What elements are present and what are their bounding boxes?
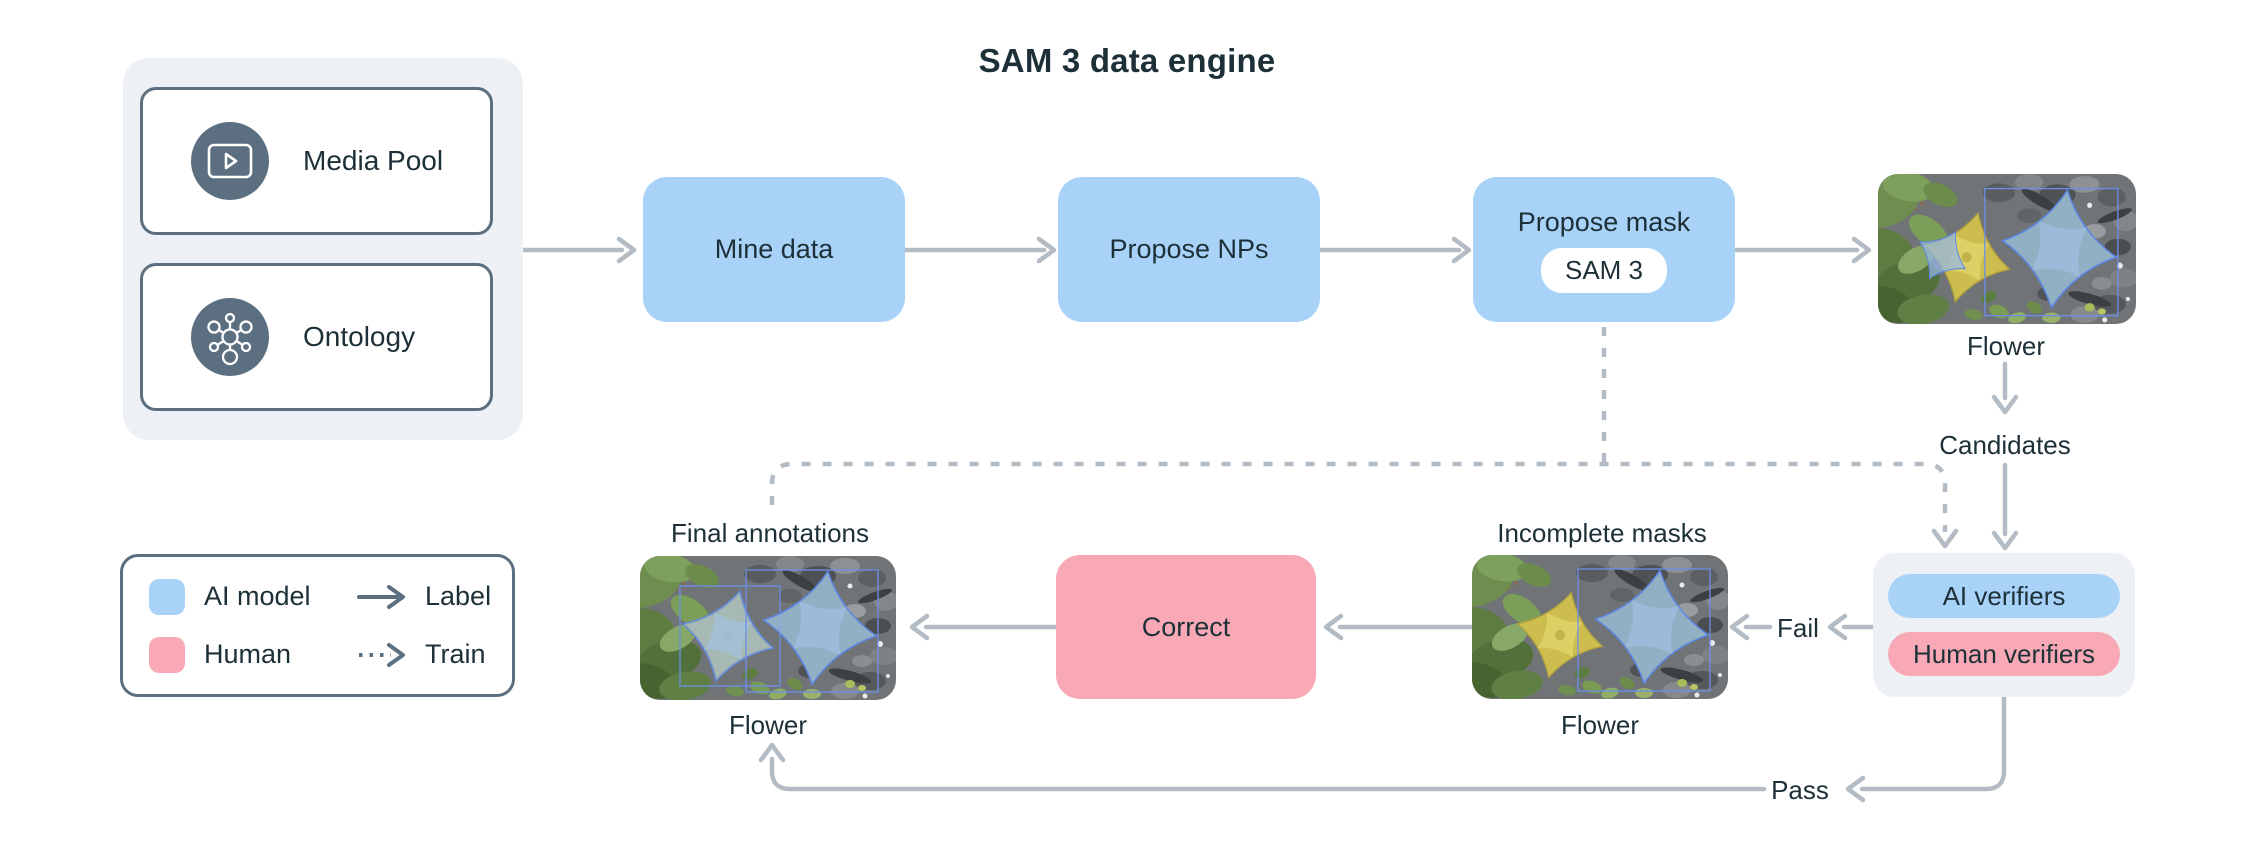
legend-row-human-train: Human Train xyxy=(149,636,512,673)
media-pool-icon xyxy=(191,122,269,200)
correct-box: Correct xyxy=(1056,555,1316,699)
final-image-caption: Flower xyxy=(728,710,807,740)
propose-mask-box: Propose mask SAM 3 xyxy=(1473,177,1735,322)
arrow-sources-to-mine-data xyxy=(520,236,637,264)
incomplete-image-caption: Flower xyxy=(1560,710,1639,740)
pass-label: Pass xyxy=(1771,775,1829,805)
media-pool-label: Media Pool xyxy=(303,145,444,176)
media-pool-card: Media Pool xyxy=(140,87,493,235)
arrow-incomplete-image-to-correct xyxy=(1323,613,1475,641)
arrow-image-to-candidates xyxy=(1991,361,2019,415)
incomplete-masks-image xyxy=(1472,555,1728,699)
mine-data-box: Mine data xyxy=(643,177,905,322)
ontology-label: Ontology xyxy=(303,321,416,352)
train-arrow-icon xyxy=(359,642,405,667)
human-swatch xyxy=(149,636,185,673)
human-verifiers-label: Human verifiers xyxy=(1912,638,2096,669)
arrow-propose-nps-to-propose-mask xyxy=(1317,236,1472,264)
sam3-badge: SAM 3 xyxy=(1540,247,1668,293)
ontology-card: Ontology xyxy=(140,263,493,411)
arrow-mine-data-to-propose-nps xyxy=(902,236,1057,264)
ai-model-swatch xyxy=(149,578,185,615)
human-verifiers-pill: Human verifiers xyxy=(1888,632,2120,676)
propose-nps-box: Propose NPs xyxy=(1058,177,1320,322)
propose-nps-label: Propose NPs xyxy=(1109,234,1269,264)
arrow-candidates-to-verifiers xyxy=(1991,462,2019,551)
ai-verifiers-label: AI verifiers xyxy=(1942,580,2066,611)
label-arrow-label: Label xyxy=(425,581,492,611)
sources-panel: Media Pool Ontology xyxy=(123,58,523,440)
arrow-correct-to-final-image xyxy=(909,613,1059,641)
final-annotations-title: Final annotations xyxy=(670,518,870,548)
final-annotations-image xyxy=(640,556,896,700)
label-arrow-icon xyxy=(357,584,405,609)
arrow-propose-mask-to-image xyxy=(1732,236,1872,264)
proposed-mask-image xyxy=(1878,174,2136,324)
verifiers-panel: AI verifiers Human verifiers xyxy=(1873,553,2135,697)
ai-verifiers-pill: AI verifiers xyxy=(1888,574,2120,618)
correct-label: Correct xyxy=(1141,611,1231,642)
legend-row-ai-label: AI model Label xyxy=(149,578,512,615)
legend: AI model Label Human Train xyxy=(120,554,515,697)
proposed-image-caption: Flower xyxy=(1966,331,2045,361)
page-title: SAM 3 data engine xyxy=(978,42,1276,79)
train-route xyxy=(769,293,1959,549)
incomplete-masks-title: Incomplete masks xyxy=(1497,518,1707,548)
human-label: Human xyxy=(204,639,292,669)
candidates-label: Candidates xyxy=(1939,430,2071,460)
ai-model-label: AI model xyxy=(204,581,311,611)
ontology-icon xyxy=(191,298,269,376)
train-arrow-label: Train xyxy=(425,639,486,669)
propose-mask-label: Propose mask xyxy=(1517,206,1691,237)
mine-data-label: Mine data xyxy=(714,234,834,264)
fail-label: Fail xyxy=(1777,613,1819,643)
